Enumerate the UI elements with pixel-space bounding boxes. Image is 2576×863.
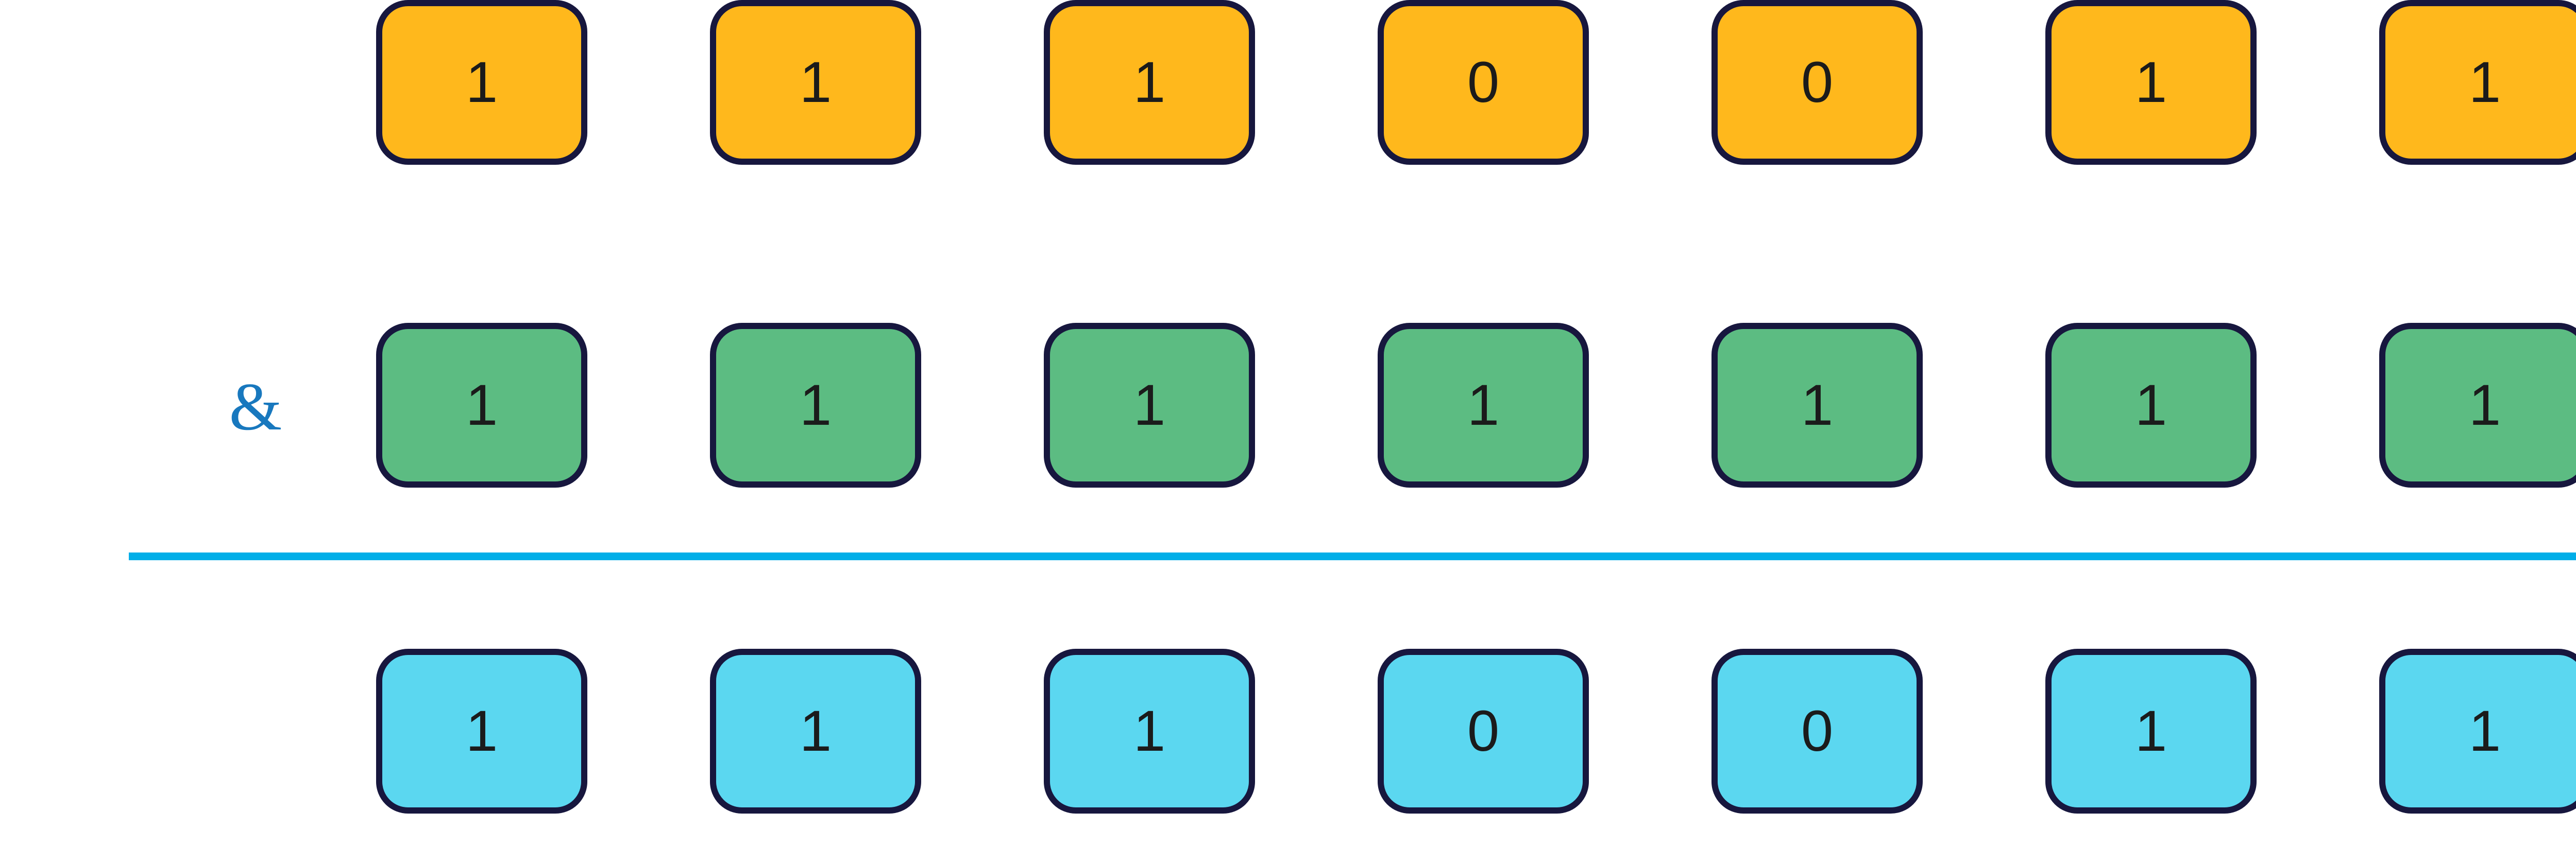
bit-cell: 1 xyxy=(1044,323,1255,488)
bit-row-capacity: 1 1 1 1 1 1 1 xyxy=(0,323,2576,491)
bit-cell: 0 xyxy=(1378,0,1589,165)
bit-cell: 1 xyxy=(710,0,921,165)
bit-cell: 1 xyxy=(1378,323,1589,488)
bit-value: 1 xyxy=(1467,373,1500,437)
bit-value: 1 xyxy=(2468,50,2501,114)
bit-row-index: 1 1 1 0 0 1 1 xyxy=(0,649,2576,817)
bit-value: 0 xyxy=(1467,699,1500,763)
bit-cell: 1 xyxy=(2045,323,2257,488)
bit-cell: 1 xyxy=(710,323,921,488)
bit-value: 1 xyxy=(799,699,832,763)
bit-value: 0 xyxy=(1467,50,1500,114)
bit-cell: 1 xyxy=(2379,323,2576,488)
bit-cell: 1 xyxy=(2045,649,2257,814)
bit-value: 1 xyxy=(2134,699,2167,763)
bit-value: 1 xyxy=(465,699,498,763)
bit-cell: 1 xyxy=(1711,323,1923,488)
bit-cell: 1 xyxy=(376,649,587,814)
bit-cell: 0 xyxy=(1711,649,1923,814)
bit-value: 1 xyxy=(2134,373,2167,437)
bitwise-and-operator: & xyxy=(229,369,282,444)
bit-value: 1 xyxy=(1801,373,1834,437)
bit-cell: 1 xyxy=(710,649,921,814)
bit-value: 1 xyxy=(799,373,832,437)
bit-cell: 1 xyxy=(2379,0,2576,165)
bit-cell: 1 xyxy=(376,323,587,488)
bit-value: 0 xyxy=(1801,50,1834,114)
bit-cell: 1 xyxy=(2379,649,2576,814)
bit-cell: 1 xyxy=(2045,0,2257,165)
bit-cell: 0 xyxy=(1378,649,1589,814)
bit-value: 1 xyxy=(1133,373,1166,437)
bit-value: 1 xyxy=(465,373,498,437)
bit-value: 1 xyxy=(2468,373,2501,437)
bit-value: 0 xyxy=(1801,699,1834,763)
bit-value: 1 xyxy=(1133,50,1166,114)
bit-value: 1 xyxy=(2468,699,2501,763)
bit-cell: 1 xyxy=(1044,0,1255,165)
bit-cell: 1 xyxy=(376,0,587,165)
bit-cell: 1 xyxy=(1044,649,1255,814)
bit-cell: 0 xyxy=(1711,0,1923,165)
bit-row-hash: 1 1 1 0 0 1 1 xyxy=(0,0,2576,168)
bit-value: 1 xyxy=(2134,50,2167,114)
divider-line xyxy=(129,553,2576,560)
bit-value: 1 xyxy=(1133,699,1166,763)
bit-value: 1 xyxy=(799,50,832,114)
bit-value: 1 xyxy=(465,50,498,114)
